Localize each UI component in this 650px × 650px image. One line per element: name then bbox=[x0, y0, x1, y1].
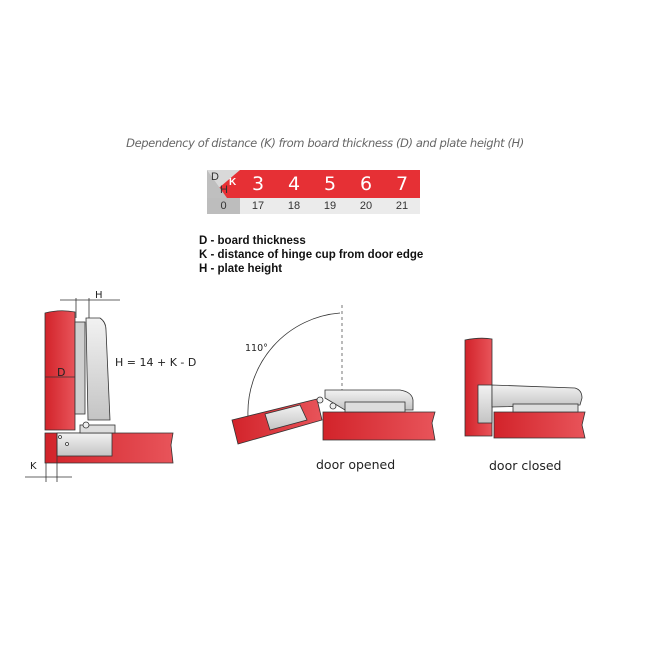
d-value-cell: 18 bbox=[276, 198, 312, 214]
h-value-cell: 0 bbox=[207, 198, 240, 214]
k-value-cell: 5 bbox=[312, 170, 348, 198]
d-value-cell: 19 bbox=[312, 198, 348, 214]
legend-item-d: D - board thickness bbox=[199, 235, 306, 247]
diagram-door-closed bbox=[464, 337, 586, 439]
formula-label: H = 14 + K - D bbox=[115, 356, 197, 369]
diagram-door-opened bbox=[231, 305, 436, 445]
caption-door-opened: door opened bbox=[316, 457, 396, 472]
chart-title: Dependency of distance (K) from board th… bbox=[126, 136, 524, 150]
diagram-installation bbox=[25, 298, 174, 482]
legend-item-h: H - plate height bbox=[199, 263, 283, 275]
dim-k-label: K bbox=[30, 461, 37, 472]
corner-k-label: K bbox=[229, 177, 237, 188]
caption-door-closed: door closed bbox=[489, 458, 562, 473]
dim-d-label: D bbox=[57, 366, 66, 379]
table-corner-cell: D H K bbox=[207, 170, 240, 198]
corner-d-label: D bbox=[211, 171, 219, 183]
k-value-cell: 3 bbox=[240, 170, 276, 198]
legend: D - board thickness K - distance of hing… bbox=[199, 234, 423, 276]
corner-h-label: H bbox=[220, 184, 228, 196]
legend-item-k: K - distance of hinge cup from door edge bbox=[199, 249, 424, 261]
k-value-cell: 4 bbox=[276, 170, 312, 198]
d-value-cell: 20 bbox=[348, 198, 384, 214]
k-value-cell: 7 bbox=[384, 170, 420, 198]
dim-h-label: H bbox=[95, 290, 103, 301]
k-dh-table: D H K 3 4 5 6 7 0 17 18 19 20 21 bbox=[207, 170, 420, 214]
d-value-cell: 17 bbox=[240, 198, 276, 214]
k-value-cell: 6 bbox=[348, 170, 384, 198]
angle-label: 110° bbox=[245, 343, 268, 354]
d-value-cell: 21 bbox=[384, 198, 420, 214]
